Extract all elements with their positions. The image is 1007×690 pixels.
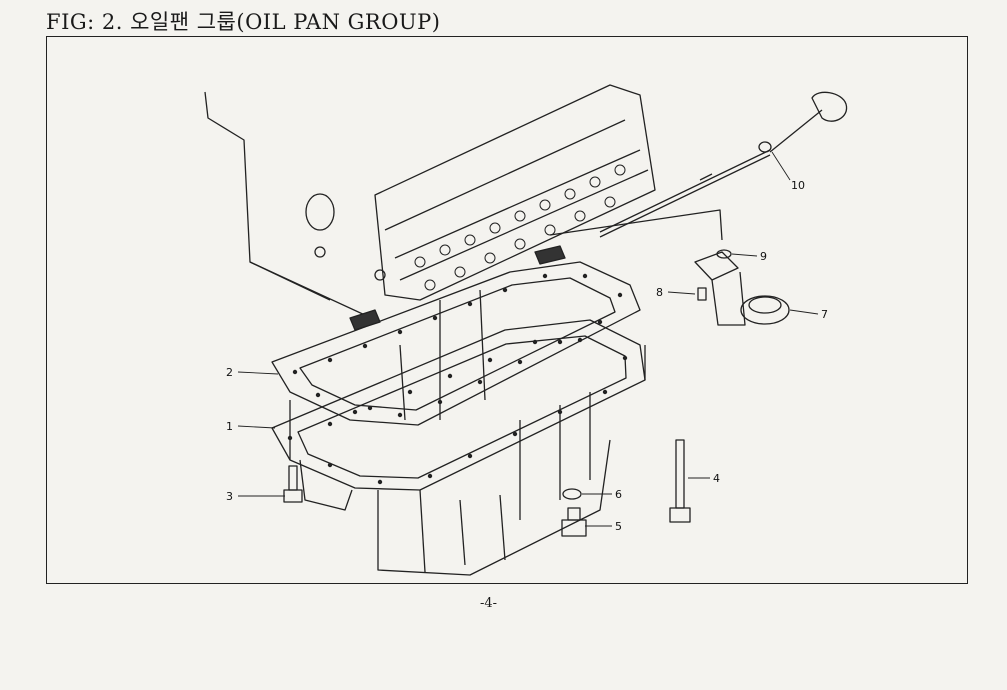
- long-bolt: [669, 439, 691, 523]
- cylinder-head: [374, 84, 723, 301]
- callout-5: 5: [615, 520, 622, 533]
- strainer-bolt: [697, 287, 707, 301]
- callout-2: 2: [226, 366, 233, 379]
- oil-pan-gasket: [271, 245, 641, 426]
- callout-7: 7: [821, 308, 828, 321]
- oil-pan-bolt: [283, 465, 303, 503]
- page-number: -4-: [480, 596, 498, 611]
- oil-dipstick: [599, 91, 848, 238]
- leader-lines: [237, 151, 819, 527]
- callout-10: 10: [791, 179, 805, 192]
- diagram-frame: [46, 36, 968, 584]
- callout-3: 3: [226, 490, 233, 503]
- callout-9: 9: [760, 250, 767, 263]
- callout-1: 1: [226, 420, 233, 433]
- drain-plug-washer: [562, 488, 582, 500]
- callout-8: 8: [656, 286, 663, 299]
- callout-6: 6: [615, 488, 622, 501]
- callout-numbers: 1 2 3 4 5 6 7 8 9 10: [226, 179, 828, 533]
- oil-strainer: [694, 251, 790, 326]
- callout-4: 4: [713, 472, 720, 485]
- drain-plug: [561, 507, 587, 537]
- strainer-o-ring: [716, 249, 732, 259]
- engine-block: [204, 91, 386, 323]
- oil-pan: [271, 289, 646, 576]
- figure-title: FIG: 2. 오일팬 그룹(OIL PAN GROUP): [46, 10, 441, 34]
